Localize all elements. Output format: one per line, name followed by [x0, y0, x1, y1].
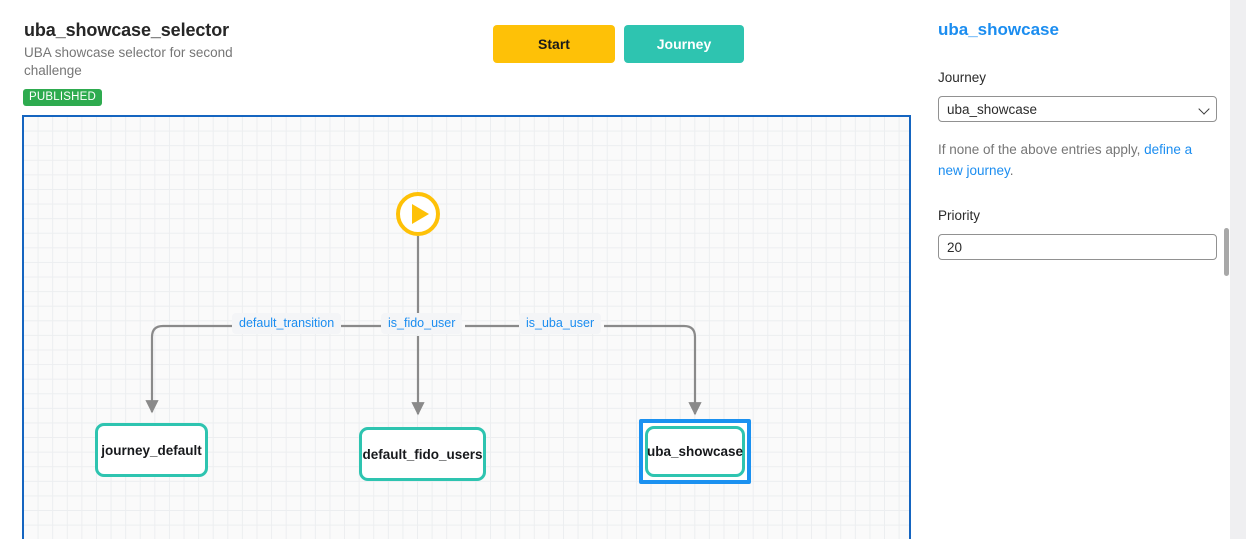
- journey-select[interactable]: uba_showcase: [938, 96, 1217, 122]
- flow-connectors: [145, 236, 702, 416]
- edge-label-is-fido-user[interactable]: is_fido_user: [381, 313, 463, 334]
- journey-helper-text: If none of the above entries apply, defi…: [938, 139, 1220, 181]
- node-journey-default[interactable]: journey_default: [95, 423, 208, 477]
- journey-field-label: Journey: [938, 70, 987, 85]
- play-icon: [412, 204, 429, 224]
- define-new-journey-link[interactable]: define a new journey: [938, 142, 1193, 178]
- flow-canvas[interactable]: default_transition is_fido_user is_uba_u…: [22, 115, 911, 539]
- page-subtitle: UBA showcase selector for second challen…: [24, 45, 233, 78]
- node-uba-showcase[interactable]: uba_showcase: [645, 426, 745, 477]
- start-button[interactable]: Start: [493, 25, 615, 63]
- page-title: uba_showcase_selector: [24, 20, 230, 40]
- edge-label-is-uba-user[interactable]: is_uba_user: [519, 313, 602, 334]
- helper-prefix: If none of the above entries apply,: [938, 142, 1145, 157]
- edge-label-default-transition[interactable]: default_transition: [232, 313, 342, 334]
- page-gutter: [1230, 0, 1246, 539]
- priority-field-label: Priority: [938, 208, 981, 223]
- node-default-fido-users[interactable]: default_fido_users: [359, 427, 486, 481]
- scrollbar-thumb[interactable]: [1224, 228, 1229, 276]
- panel-title: uba_showcase: [938, 20, 1059, 39]
- priority-input[interactable]: [938, 234, 1217, 260]
- status-badge: PUBLISHED: [23, 89, 102, 106]
- start-node[interactable]: [396, 192, 440, 236]
- journey-select-wrapper[interactable]: uba_showcase: [938, 96, 1217, 122]
- journey-button[interactable]: Journey: [624, 25, 744, 63]
- helper-suffix: .: [1009, 163, 1014, 178]
